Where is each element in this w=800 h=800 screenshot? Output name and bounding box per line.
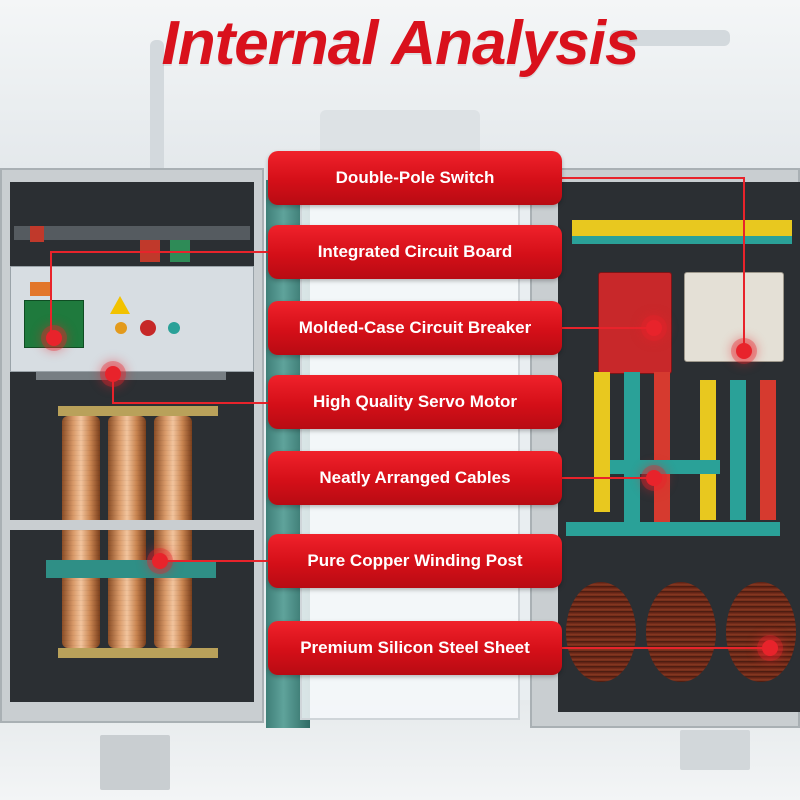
busbar-yellow	[572, 220, 792, 236]
terminal-block	[30, 226, 44, 242]
warning-icon	[110, 296, 130, 314]
indicator-lamp	[115, 322, 127, 334]
indicator-lamp	[168, 322, 180, 334]
busbar-green	[572, 236, 792, 244]
terminal-bar	[566, 522, 780, 536]
cable-green	[624, 372, 640, 522]
terminal-rail	[14, 226, 250, 240]
callout-high-quality-servo-motor: High Quality Servo Motor	[268, 375, 562, 429]
coil-bottom-plate	[58, 648, 218, 658]
cable-yellow	[594, 372, 610, 512]
relay-module	[30, 282, 50, 296]
callout-line	[50, 251, 268, 253]
floor-box	[100, 735, 170, 790]
callout-dot	[152, 553, 168, 569]
callout-line	[50, 251, 52, 337]
callout-line	[562, 177, 744, 179]
callout-line	[562, 327, 652, 329]
cable-red	[654, 372, 670, 522]
coil-top-plate	[58, 406, 218, 416]
callout-dot	[46, 330, 62, 346]
callout-line	[112, 374, 114, 404]
callout-premium-silicon-steel-sheet: Premium Silicon Steel Sheet	[268, 621, 562, 675]
callout-dot	[762, 640, 778, 656]
steel-core-stack	[726, 582, 796, 682]
callout-neatly-arranged-cables: Neatly Arranged Cables	[268, 451, 562, 505]
double-pole-switch	[684, 272, 784, 362]
callout-dot	[736, 343, 752, 359]
callout-dot	[646, 320, 662, 336]
cable-green	[730, 380, 746, 520]
copper-coil	[62, 416, 100, 648]
steel-core-stack	[646, 582, 716, 682]
callout-dot	[646, 470, 662, 486]
motor-frame	[36, 372, 226, 380]
callout-double-pole-switch: Double-Pole Switch	[268, 151, 562, 205]
floor-cart	[680, 730, 750, 770]
callout-line	[562, 647, 768, 649]
rotary-switch	[140, 320, 156, 336]
page-title: Internal Analysis	[161, 9, 640, 78]
callout-molded-case-circuit-breaker: Molded-Case Circuit Breaker	[268, 301, 562, 355]
callout-line	[160, 560, 268, 562]
background-pipe	[150, 40, 164, 180]
copper-coil	[154, 416, 192, 648]
callout-line	[743, 177, 745, 349]
steel-core-stack	[566, 582, 636, 682]
cable-yellow	[700, 380, 716, 520]
callout-dot	[105, 366, 121, 382]
background-pipe	[610, 30, 730, 46]
callout-pure-copper-winding-post: Pure Copper Winding Post	[268, 534, 562, 588]
winding-post-bracket	[46, 560, 216, 578]
cable-bridge	[610, 460, 720, 474]
copper-coil	[108, 416, 146, 648]
callout-line	[562, 477, 652, 479]
callout-integrated-circuit-board: Integrated Circuit Board	[268, 225, 562, 279]
cabinet-shelf	[10, 520, 254, 530]
circuit-breaker	[598, 272, 672, 374]
callout-line	[112, 402, 268, 404]
cable-red	[760, 380, 776, 520]
